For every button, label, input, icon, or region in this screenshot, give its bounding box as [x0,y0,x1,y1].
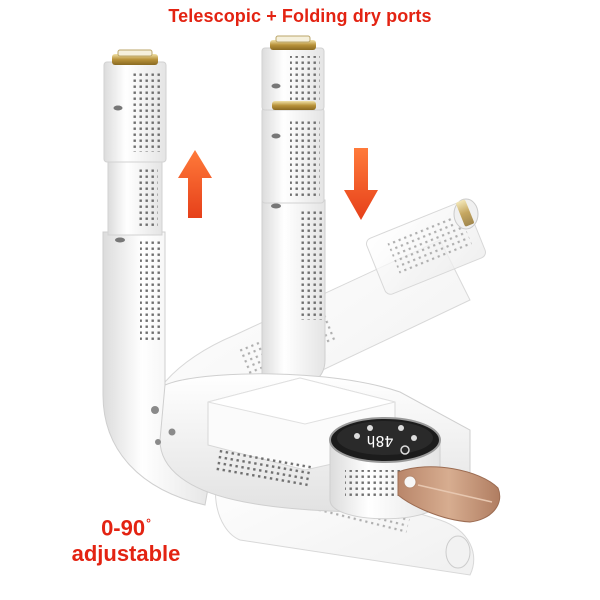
adjustable-word: adjustable [71,541,181,567]
angle-adjustable-label: 0-90° adjustable [56,510,196,567]
leather-strap [397,466,501,523]
degree-symbol: ° [146,516,151,530]
angle-range: 0-90 [101,515,146,541]
arrow-down-icon [344,148,378,220]
timer-readout: 48h [366,432,393,450]
arrow-up-icon [178,150,212,218]
right-dry-port [261,35,326,386]
headline-title: Telescopic + Folding dry ports [168,6,432,26]
